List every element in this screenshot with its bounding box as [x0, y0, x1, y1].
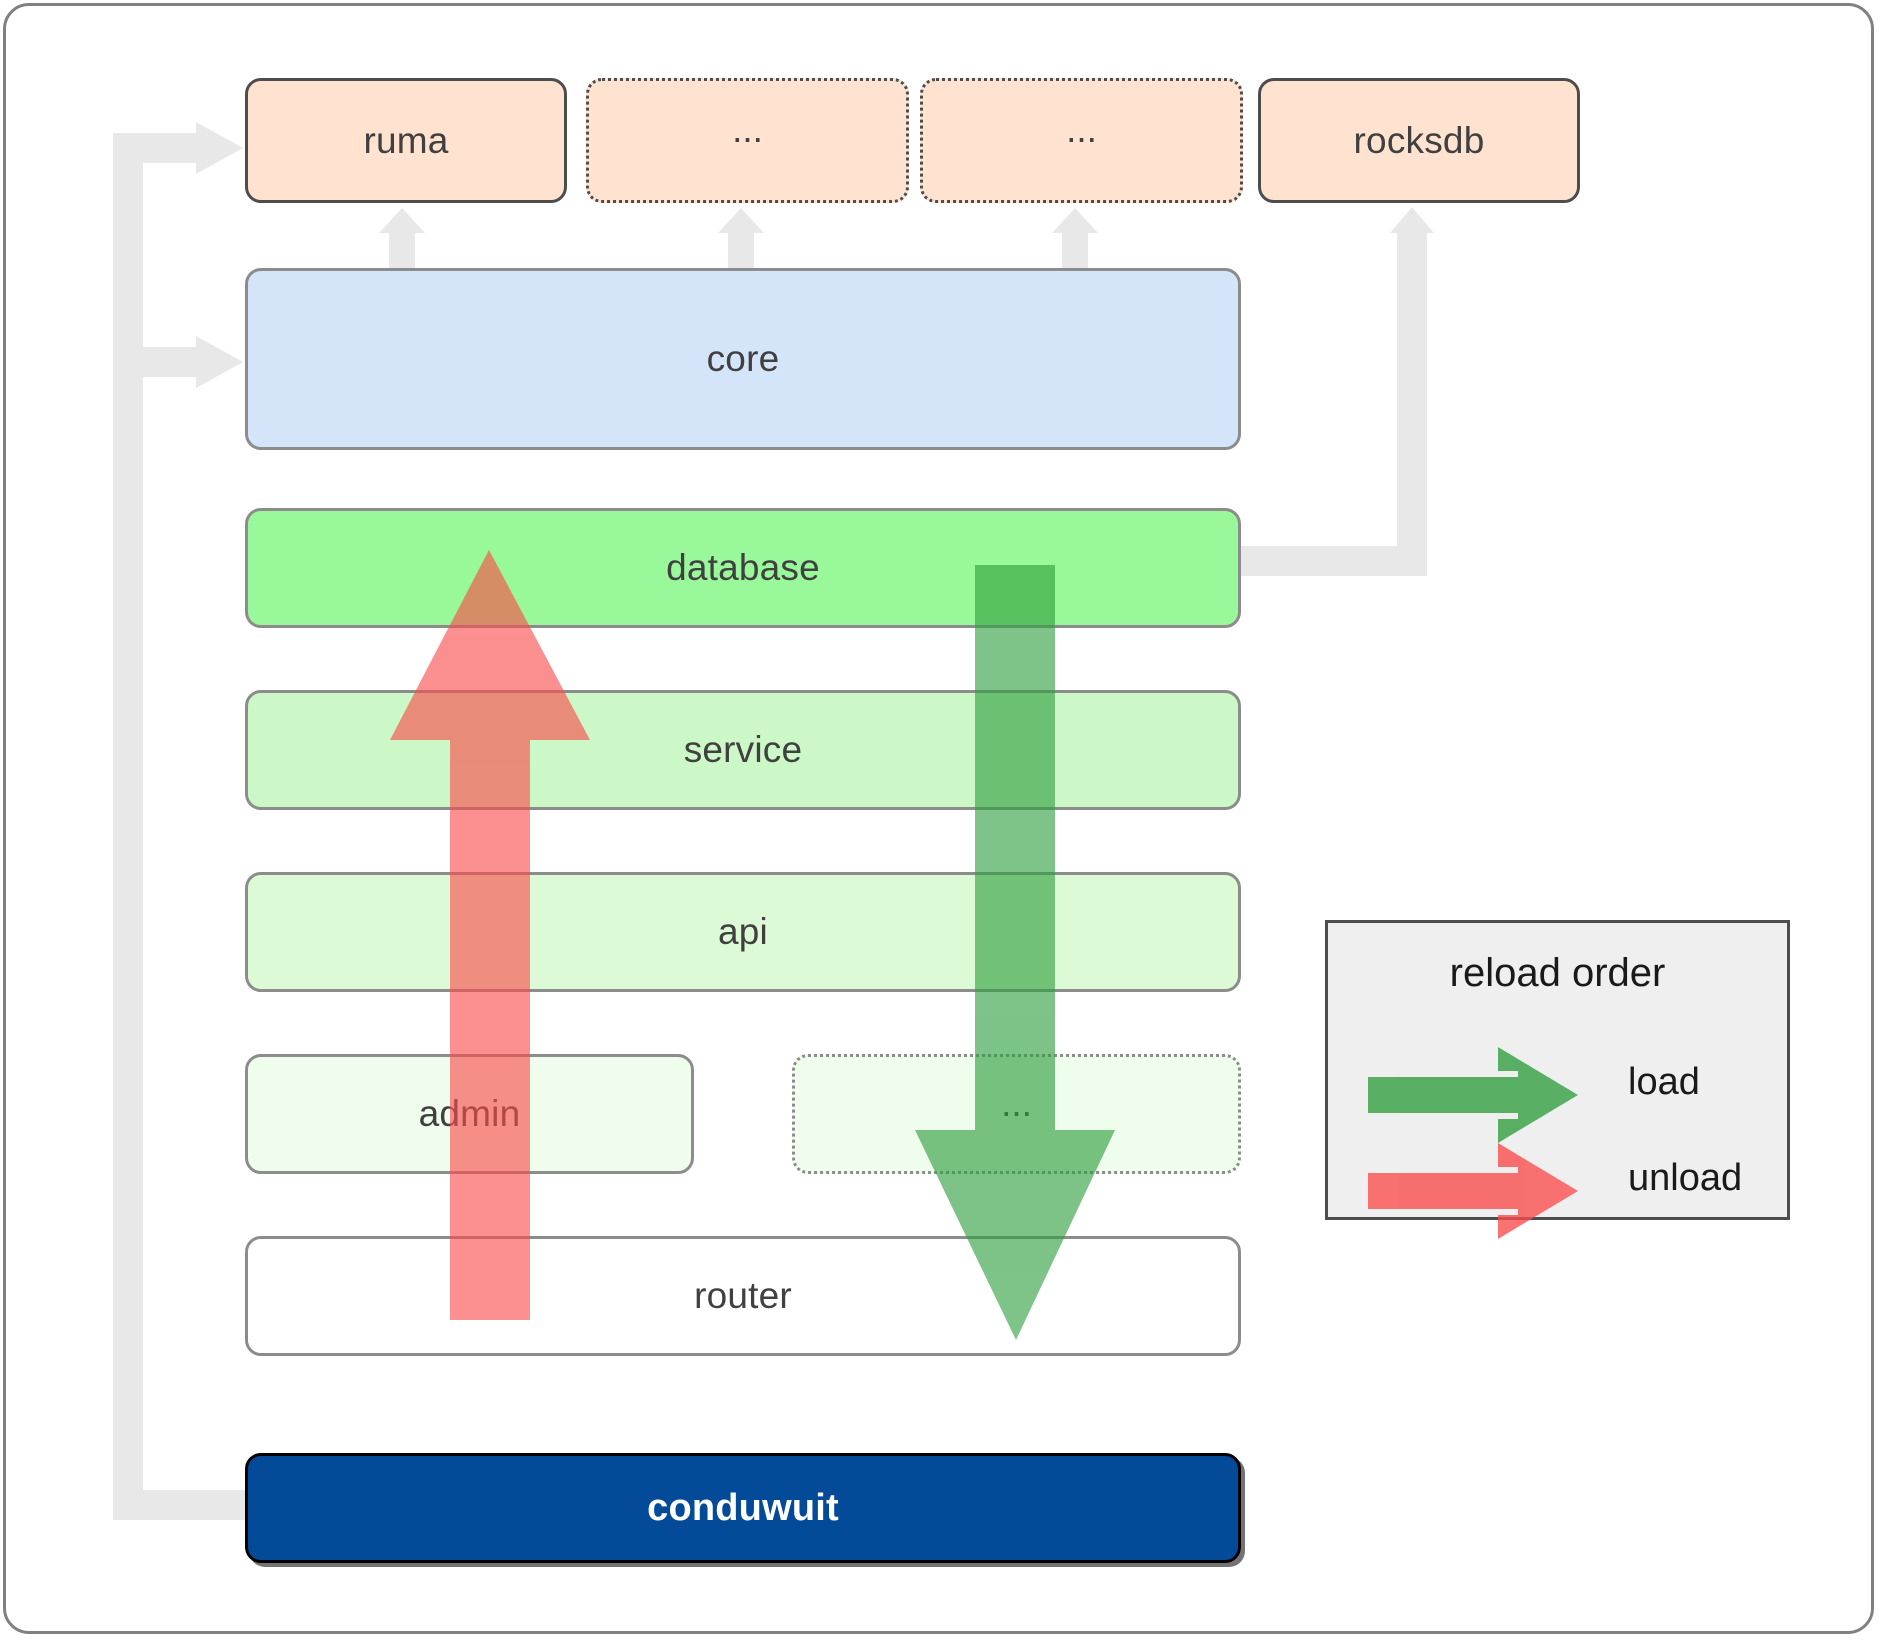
legend-title: reload order — [1449, 951, 1666, 995]
dependency-box-etc-2[interactable]: ... — [920, 78, 1243, 203]
layer-label-core: core — [706, 338, 780, 379]
dependency-label-etc-1: ... — [732, 109, 763, 151]
binary-box-conduwuit[interactable]: conduwuit — [245, 1453, 1241, 1563]
dependency-label-etc-2: ... — [1066, 109, 1097, 151]
legend-unload-arrow-icon — [1368, 1143, 1578, 1239]
legend-row-unload: unload — [1328, 1143, 1787, 1239]
dependency-box-ruma[interactable]: ruma — [245, 78, 567, 203]
layer-box-database[interactable]: database — [245, 508, 1241, 628]
layer-box-admin[interactable]: admin — [245, 1054, 694, 1174]
dependency-box-rocksdb[interactable]: rocksdb — [1258, 78, 1580, 203]
layer-label-router: router — [694, 1275, 792, 1316]
dependency-label-ruma: ruma — [363, 119, 449, 161]
binary-label-conduwuit: conduwuit — [647, 1486, 839, 1529]
layer-label-etc: ... — [1001, 1082, 1032, 1124]
layer-label-api: api — [718, 911, 768, 952]
layer-box-service[interactable]: service — [245, 690, 1241, 810]
legend-label-unload: unload — [1628, 1157, 1743, 1199]
layer-label-service: service — [683, 729, 803, 770]
layer-label-admin: admin — [418, 1093, 521, 1134]
legend-row-load: load — [1328, 1047, 1787, 1143]
layer-box-core[interactable]: core — [245, 268, 1241, 450]
layer-label-database: database — [666, 547, 820, 588]
diagram-frame — [3, 3, 1874, 1634]
legend-label-load: load — [1628, 1061, 1700, 1103]
legend-panel: reload order load unload — [1325, 920, 1790, 1239]
dependency-label-rocksdb: rocksdb — [1353, 119, 1485, 161]
dependency-box-etc-1[interactable]: ... — [586, 78, 909, 203]
layer-box-router[interactable]: router — [245, 1236, 1241, 1356]
legend-load-arrow-icon — [1368, 1047, 1578, 1143]
layer-box-etc[interactable]: ... — [792, 1054, 1241, 1174]
layer-box-api[interactable]: api — [245, 872, 1241, 992]
